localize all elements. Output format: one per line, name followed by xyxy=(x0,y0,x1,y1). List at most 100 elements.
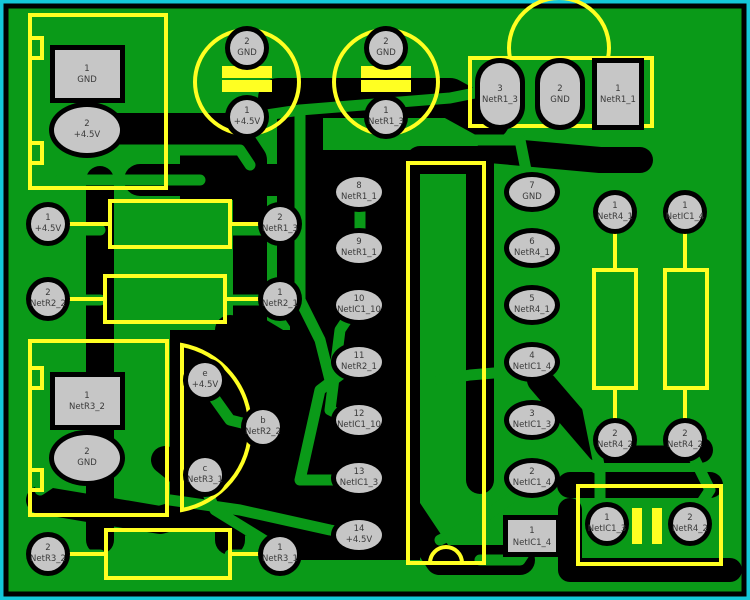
pad-number: 14 xyxy=(354,524,365,534)
ic1-outline xyxy=(406,161,486,565)
pad-number: 1 xyxy=(383,106,388,116)
pad-number: 3 xyxy=(497,84,502,94)
pad-number: 10 xyxy=(354,294,365,304)
pad-net-label: NetR4_2 xyxy=(597,440,633,450)
pad-net-label: NetIC1_3 xyxy=(340,478,378,488)
pad-number: e xyxy=(202,369,207,379)
pad-number: 1 xyxy=(45,213,50,223)
pad-number: 1 xyxy=(615,84,620,94)
pad-number: 4 xyxy=(529,351,534,361)
pad-number: 2 xyxy=(682,429,687,439)
pad-net-label: NetIC1_10 xyxy=(337,305,381,315)
pad-net-label: NetR4_1 xyxy=(514,305,550,315)
pad-number: 2 xyxy=(612,429,617,439)
pad-net-label: GND xyxy=(77,75,97,85)
pad-number: 12 xyxy=(354,409,365,419)
pad-net-label: NetIC1_3 xyxy=(588,524,626,534)
pad-net-label: +4.5V xyxy=(346,535,373,545)
pad-number: 13 xyxy=(354,467,365,477)
pad-number: 8 xyxy=(356,181,361,191)
pad-net-label: +4.5V xyxy=(35,224,62,234)
pad-number: 2 xyxy=(45,543,50,553)
pad-net-label: +4.5V xyxy=(234,117,261,127)
pad-net-label: +4.5V xyxy=(192,380,219,390)
pad-net-label: NetR2_1 xyxy=(262,299,298,309)
pad-c2-1[interactable]: 1+4.5V xyxy=(225,95,269,139)
pad-net-label: GND xyxy=(522,192,542,202)
pad-j1-2[interactable]: 2+4.5V xyxy=(49,102,125,158)
pad-net-label: GND xyxy=(550,95,570,105)
pad-number: 2 xyxy=(84,119,89,129)
pad-net-label: NetR3_2 xyxy=(30,554,66,564)
pad-number: 1 xyxy=(612,201,617,211)
pad-net-label: NetR1_1 xyxy=(341,248,377,258)
pad-number: 1 xyxy=(682,201,687,211)
pad-net-label: GND xyxy=(237,48,257,58)
pad-number: 2 xyxy=(45,288,50,298)
pad-number: 2 xyxy=(687,513,692,523)
pad-net-label: NetIC1_4 xyxy=(513,478,551,488)
pad-number: 1 xyxy=(604,513,609,523)
pad-net-label: NetIC1_4 xyxy=(666,212,704,222)
pad-ra-1[interactable]: 1+4.5V xyxy=(26,202,70,246)
pad-number: 1 xyxy=(244,106,249,116)
pad-number: 1 xyxy=(84,391,89,401)
pad-number: b xyxy=(260,416,265,426)
pad-net-label: NetR2_1 xyxy=(341,362,377,372)
pad-number: 2 xyxy=(529,467,534,477)
pad-number: 11 xyxy=(354,351,365,361)
pad-ic-14[interactable]: 14+4.5V xyxy=(331,515,387,555)
pad-number: 1 xyxy=(84,64,89,74)
pad-net-label: NetIC1_10 xyxy=(337,420,381,430)
pad-number: 3 xyxy=(529,409,534,419)
pad-number: 2 xyxy=(383,37,388,47)
pad-number: 9 xyxy=(356,237,361,247)
pad-number: 1 xyxy=(277,543,282,553)
pad-number: 6 xyxy=(529,237,534,247)
pad-q-e[interactable]: e+4.5V xyxy=(183,358,227,402)
pad-number: 1 xyxy=(277,288,282,298)
pad-net-label: +4.5V xyxy=(74,130,101,140)
pad-net-label: NetR4_1 xyxy=(514,248,550,258)
pad-net-label: NetR1_1 xyxy=(341,192,377,202)
pad-net-label: NetR1_1 xyxy=(600,95,636,105)
pad-number: 2 xyxy=(244,37,249,47)
pad-net-label: NetR3_1 xyxy=(187,475,223,485)
